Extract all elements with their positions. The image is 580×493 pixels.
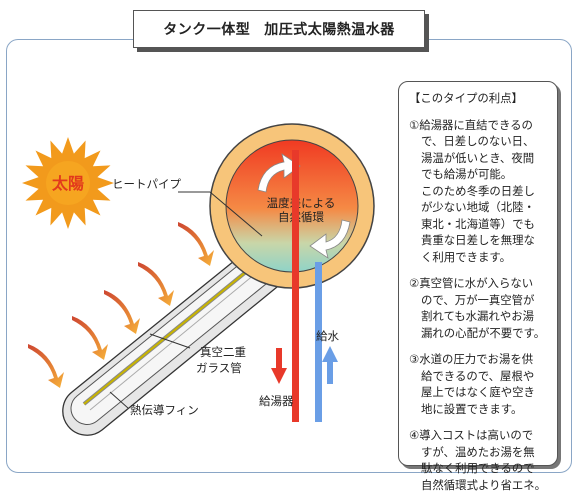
benefit-item: ①給湯器に直結できるので、日差しのない日、湯温が低いとき、夜間でも給湯が可能。こ… xyxy=(409,117,549,266)
title-part1: タンク一体型 xyxy=(163,19,250,39)
benefit-line: ③水道の圧力でお湯を供 xyxy=(409,351,549,368)
vacuum-tube-label-line1: 真空二重 xyxy=(200,345,246,359)
benefit-line: 地に設置できます。 xyxy=(409,401,549,418)
benefit-line: このため冬季の日差し xyxy=(409,183,549,200)
benefit-line: 貴重な日差しを無理な xyxy=(409,232,549,249)
benefit-item: ④導入コストは高いのですが、温めたお湯を無駄なく利用できるので自然循環式より省エ… xyxy=(409,427,549,493)
benefit-line: 給できるので、屋根や xyxy=(409,368,549,385)
heat-conduction-fin xyxy=(90,260,272,410)
vacuum-tube-label-line2: ガラス管 xyxy=(196,361,242,375)
circulation-label-line1: 温度差による xyxy=(267,196,336,210)
hot-water-out-arrow-icon xyxy=(271,348,287,384)
benefit-line: ④導入コストは高いので xyxy=(409,427,549,444)
benefit-line: ので、万が一真空管が xyxy=(409,292,549,309)
hot-water-pipe xyxy=(292,150,299,422)
benefit-line: 自然循環式より省エネ。 xyxy=(409,477,549,493)
benefit-line: でも給湯が可能。 xyxy=(409,166,549,183)
sun-ray xyxy=(72,316,108,360)
fin-label: 熱伝導フィン xyxy=(130,403,199,417)
benefit-item: ③水道の圧力でお湯を供給できるので、屋根や屋上ではなく庭や空き地に設置できます。 xyxy=(409,351,549,417)
benefit-item: ②真空管に水が入らないので、万が一真空管が割れても水漏れやお湯漏れの心配が不要で… xyxy=(409,275,549,341)
title-part2: 加圧式太陽熱温水器 xyxy=(264,19,395,39)
benefits-panel: 【このタイプの利点】 ①給湯器に直結できるので、日差しのない日、湯温が低いとき、… xyxy=(398,81,558,466)
sun: 太陽 xyxy=(22,137,114,229)
benefits-header: 【このタイプの利点】 xyxy=(409,90,549,107)
benefit-line: すが、温めたお湯を無 xyxy=(409,444,549,461)
benefit-line: で、日差しのない日、 xyxy=(409,133,549,150)
hot-water-out-label: 給湯器 xyxy=(259,394,294,408)
benefit-line: 屋上ではなく庭や空き xyxy=(409,384,549,401)
benefit-line: が少ない地域（北陸・ xyxy=(409,199,549,216)
sun-label: 太陽 xyxy=(51,174,84,193)
benefits-list: ①給湯器に直結できるので、日差しのない日、湯温が低いとき、夜間でも給湯が可能。こ… xyxy=(409,117,549,493)
heat-pipe xyxy=(84,254,268,404)
title-box: タンク一体型 加圧式太陽熱温水器 xyxy=(133,10,425,48)
sun-ray xyxy=(138,262,174,306)
sun-ray xyxy=(178,222,214,266)
circulation-label-line2: 自然循環 xyxy=(278,210,324,224)
sun-ray xyxy=(104,290,140,334)
sun-ray xyxy=(28,344,64,388)
benefit-line: 割れても水漏れやお湯 xyxy=(409,308,549,325)
benefit-line: ②真空管に水が入らない xyxy=(409,275,549,292)
benefit-line: 漏れの心配が不要です。 xyxy=(409,325,549,342)
benefit-line: 湯温が低いとき、夜間 xyxy=(409,150,549,167)
water-supply-arrow-icon xyxy=(322,346,338,384)
benefit-line: 東北・北海道等）でも xyxy=(409,216,549,233)
benefit-line: く利用できます。 xyxy=(409,249,549,266)
water-supply-label: 給水 xyxy=(316,329,339,343)
heat-pipe-label: ヒートパイプ xyxy=(112,177,181,191)
benefit-line: 駄なく利用できるので xyxy=(409,460,549,477)
benefit-line: ①給湯器に直結できるの xyxy=(409,117,549,134)
